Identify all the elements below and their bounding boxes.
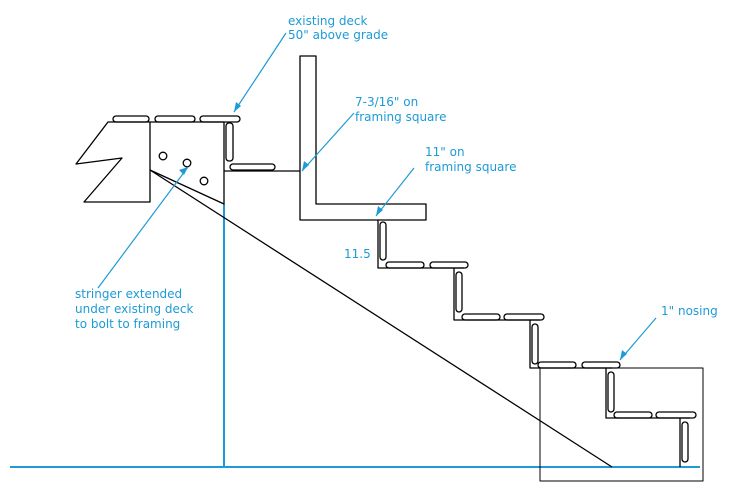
deck-board [199, 115, 241, 123]
square1-label-line1: 7-3/16" on [355, 95, 419, 109]
riser-board [225, 122, 234, 162]
leader-line [619, 317, 657, 361]
tread-board [655, 411, 697, 419]
tread-board [503, 313, 545, 321]
stringer-step [377, 220, 464, 269]
stringer-step [605, 368, 690, 419]
riser-board [607, 371, 615, 413]
square2-label-line1: 11" on [425, 145, 465, 159]
arrowhead [234, 102, 241, 112]
leader-line [233, 32, 287, 113]
riser-board [455, 271, 463, 313]
arrowhead [302, 161, 309, 171]
bolt-hole [182, 158, 192, 168]
stringer-deck-end [149, 121, 225, 205]
square2-label-line2: framing square [425, 160, 517, 174]
deck-board [112, 115, 150, 123]
nosing-detail-box [539, 367, 704, 482]
square1-label-line2: framing square [355, 110, 447, 124]
deck-label-line2: 50" above grade [288, 28, 389, 42]
deck-board [154, 115, 196, 123]
tread-board [229, 163, 276, 171]
riser-board [379, 221, 387, 261]
riser-board [681, 421, 689, 463]
tread-board [581, 361, 621, 369]
stringer-step [529, 320, 612, 369]
deck-label-line1: existing deck [288, 14, 368, 28]
arrowhead [620, 350, 627, 360]
tread-board [461, 313, 501, 321]
stringer-step [453, 268, 540, 321]
bolt-hole [158, 151, 168, 161]
dimension-label: 11.5 [344, 247, 371, 261]
leader-line [97, 166, 189, 289]
tread-board [537, 361, 577, 369]
leader-line [375, 167, 415, 217]
stringer-label-line1: stringer extended [75, 287, 183, 301]
tread-board [429, 261, 469, 269]
arrowhead [179, 167, 188, 175]
stringer-bottom-edge [149, 169, 613, 468]
tread-board [385, 261, 425, 269]
stringer-label-line2: under existing deck [75, 302, 194, 316]
stringer-break-symbol [75, 121, 151, 203]
bolt-hole [199, 176, 209, 186]
riser-board [531, 323, 539, 365]
framing-square [299, 55, 427, 221]
nosing-label: 1" nosing [661, 304, 718, 318]
arrowhead [376, 206, 383, 216]
stringer-label-line3: to bolt to framing [75, 317, 181, 331]
leader-line [301, 112, 355, 172]
tread-board [613, 411, 653, 419]
